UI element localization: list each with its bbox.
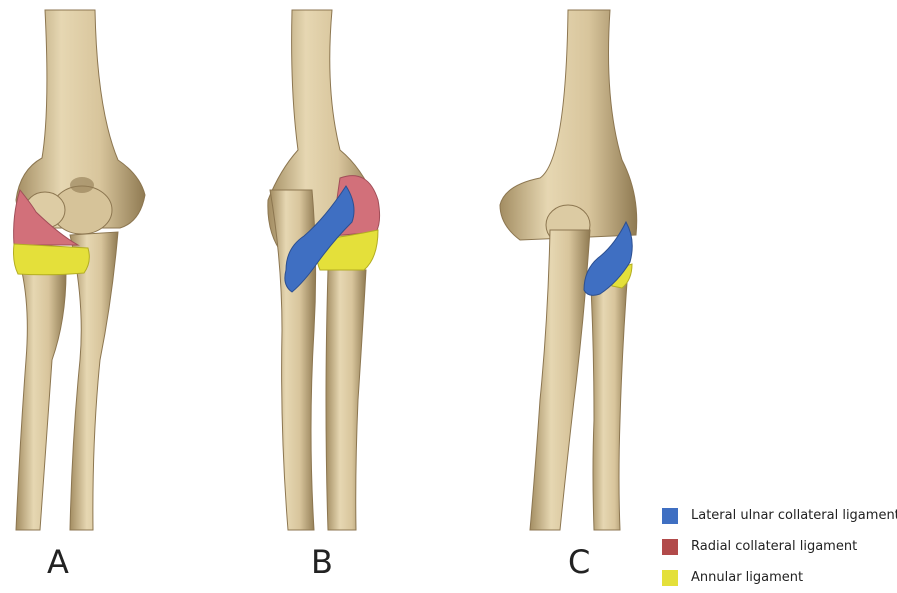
legend-item-lucl: Lateral ulnar collateral ligament [662, 500, 892, 531]
legend-item-annular: Annular ligament [662, 562, 892, 593]
panel-label-b: B [311, 546, 333, 578]
view-c [500, 10, 637, 530]
annular-ligament-a [14, 244, 90, 275]
legend-swatch-lucl [662, 508, 678, 524]
legend: Lateral ulnar collateral ligament Radial… [662, 500, 892, 593]
view-b [268, 10, 380, 530]
radius-a [16, 272, 66, 530]
legend-swatch-rcl [662, 539, 678, 555]
panel-label-c: C [568, 546, 590, 578]
view-a [14, 10, 146, 530]
ulna-a [70, 232, 118, 530]
legend-item-rcl: Radial collateral ligament [662, 531, 892, 562]
legend-swatch-annular [662, 570, 678, 586]
legend-label-rcl: Radial collateral ligament [691, 539, 857, 554]
panel-label-a: A [47, 546, 69, 578]
legend-label-lucl: Lateral ulnar collateral ligament [691, 508, 897, 523]
radius-c [590, 268, 628, 530]
radius-b [326, 270, 366, 530]
ulna-c [530, 230, 590, 530]
